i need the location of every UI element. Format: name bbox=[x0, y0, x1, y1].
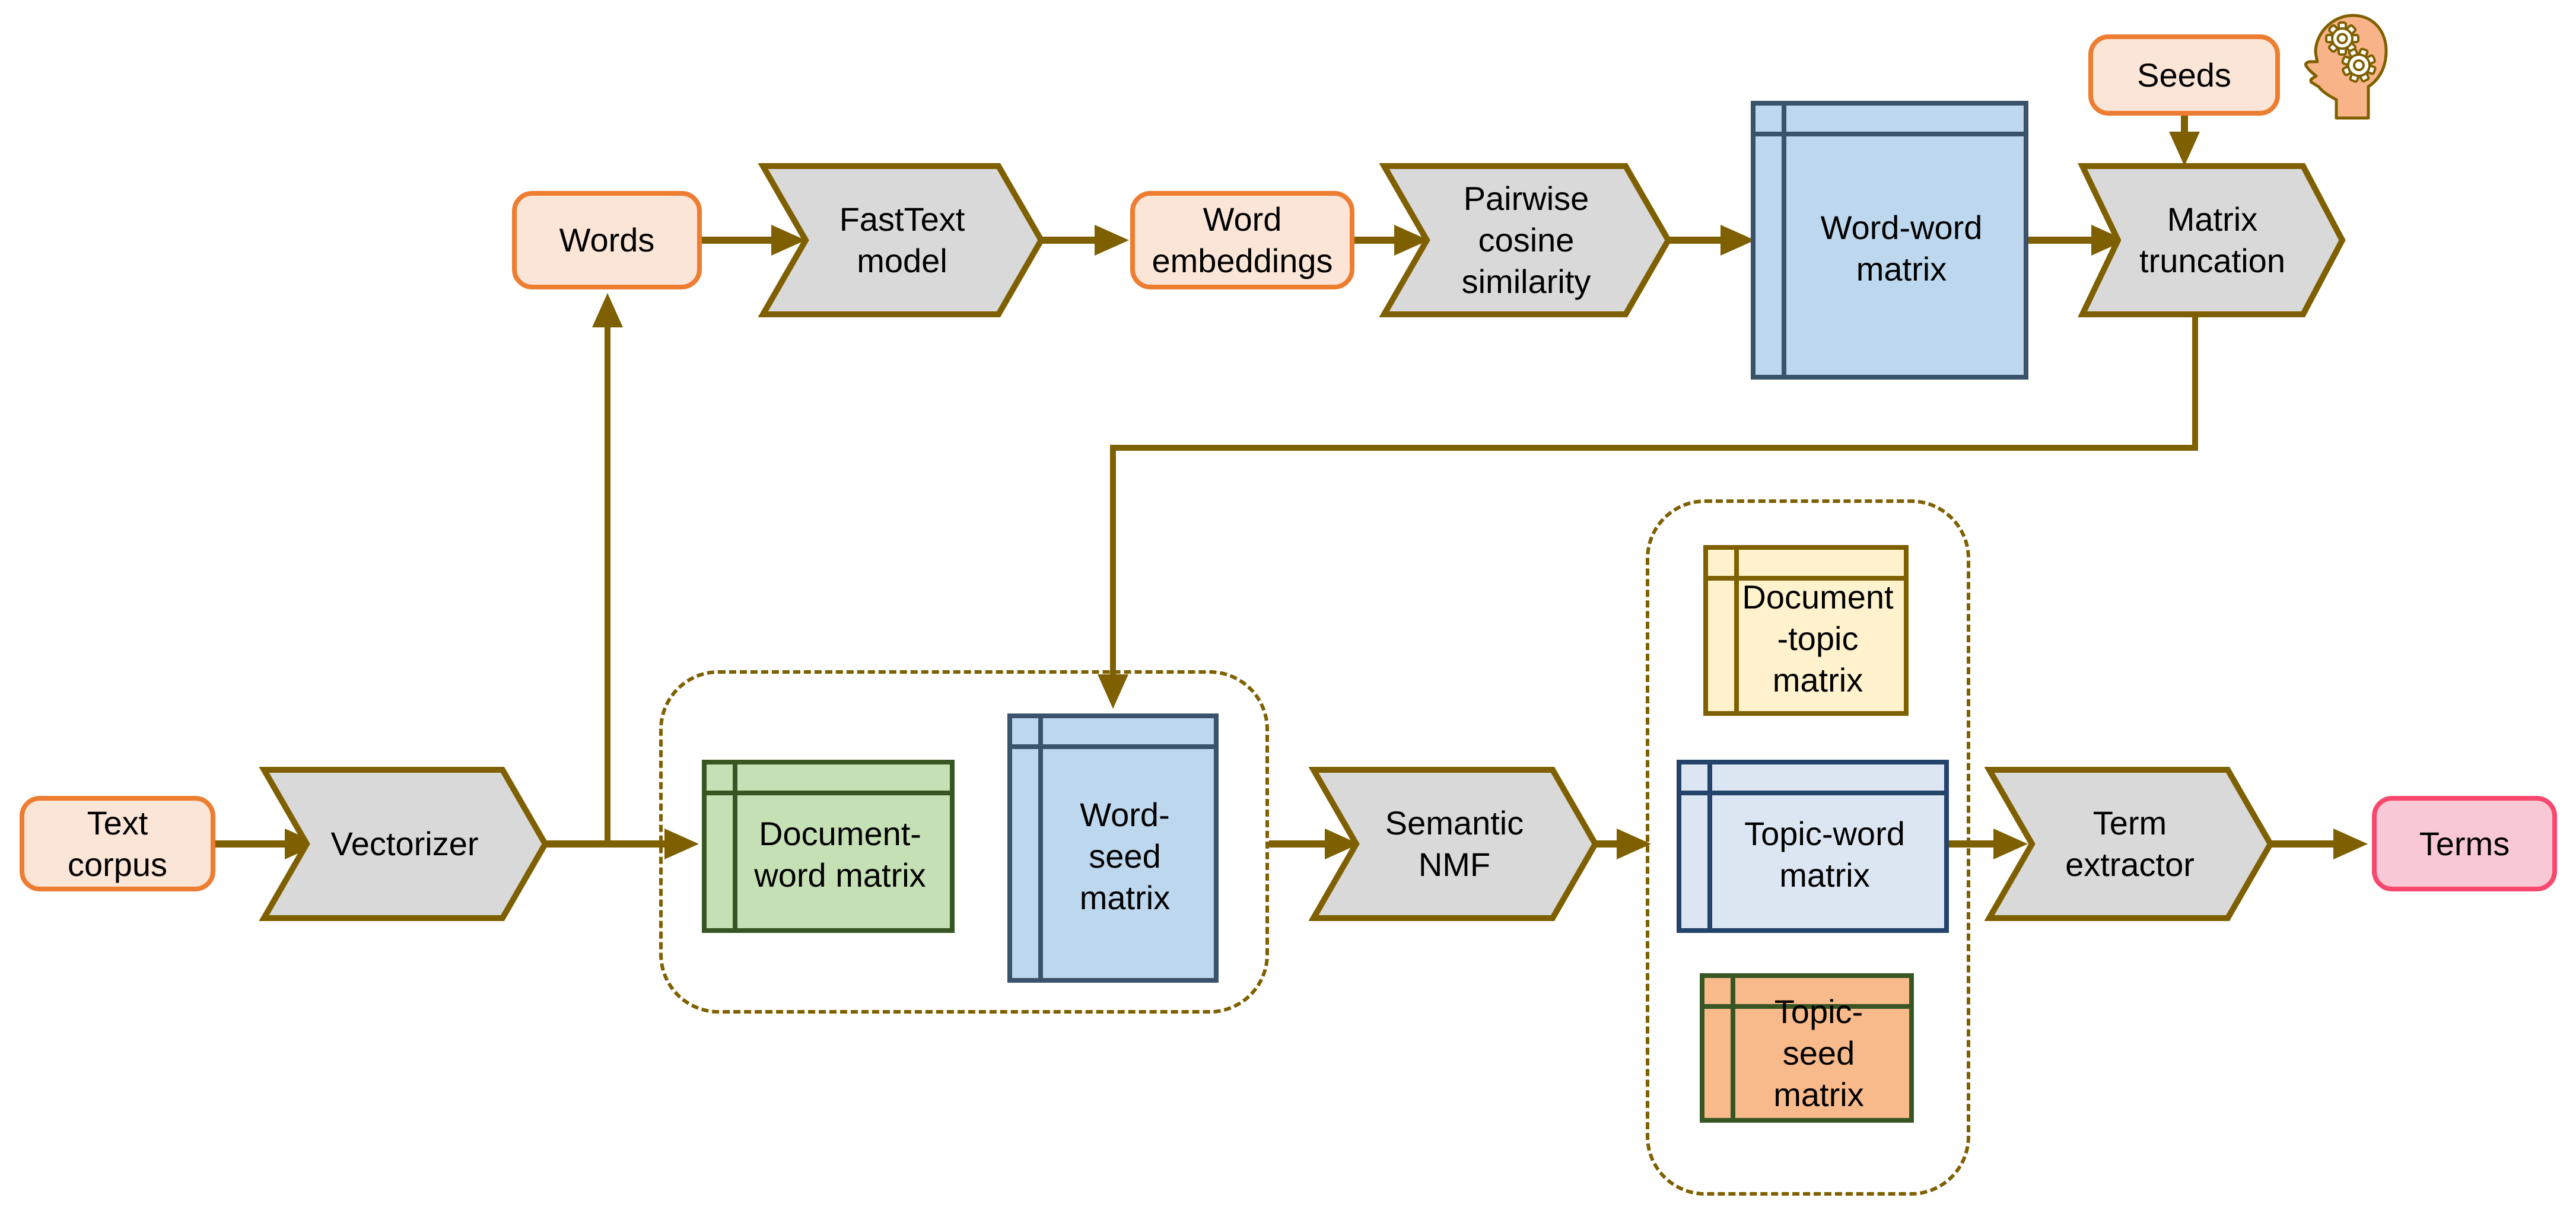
matrix-header-row bbox=[1756, 132, 2024, 136]
matrix-header-row bbox=[1012, 744, 1214, 749]
fasttext-chevron-shape bbox=[758, 163, 1045, 317]
node-document-topic-matrix: Document -topic matrix bbox=[1703, 545, 1909, 716]
node-word-embeddings-label: Word embeddings bbox=[1152, 200, 1333, 279]
node-term-extractor: Term extractor bbox=[1985, 765, 2275, 923]
node-document-topic-matrix-label: Document -topic matrix bbox=[1742, 578, 1894, 699]
node-topic-word-matrix: Topic-word matrix bbox=[1677, 760, 1949, 933]
pairwise-chevron-shape bbox=[1379, 163, 1672, 317]
node-word-seed-matrix-label: Word- seed matrix bbox=[1079, 796, 1171, 916]
node-topic-seed-matrix: Topic- seed matrix bbox=[1700, 973, 1914, 1123]
node-words-label: Words bbox=[559, 221, 655, 259]
node-terms: Terms bbox=[2372, 796, 2557, 891]
matrix-header-column bbox=[1731, 978, 1735, 1118]
node-text-corpus: Text corpus bbox=[20, 796, 215, 891]
matrix-header-row bbox=[1704, 1004, 1909, 1009]
node-document-word-matrix-label: Document- word matrix bbox=[754, 815, 926, 894]
matrix-header-column bbox=[1734, 550, 1739, 711]
gear-icon bbox=[2325, 21, 2359, 56]
matrix-truncation-chevron-shape bbox=[2078, 163, 2346, 317]
node-word-word-matrix-label: Word-word matrix bbox=[1820, 209, 1983, 288]
head-with-gears-icon bbox=[2304, 14, 2388, 120]
node-fasttext-model-label: FastText model bbox=[839, 200, 965, 279]
node-seeds: Seeds bbox=[2088, 34, 2280, 116]
node-matrix-truncation: Matrix truncation bbox=[2078, 161, 2347, 319]
matrix-header-column bbox=[733, 764, 737, 928]
node-pairwise-cosine-similarity: Pairwise cosine similarity bbox=[1379, 161, 1673, 319]
node-pairwise-cosine-similarity-label: Pairwise cosine similarity bbox=[1461, 180, 1591, 300]
semantic-nmf-chevron-shape bbox=[1309, 767, 1599, 921]
node-seeds-label: Seeds bbox=[2137, 56, 2231, 94]
matrix-header-row bbox=[1681, 791, 1944, 795]
node-word-seed-matrix: Word- seed matrix bbox=[1007, 713, 1219, 983]
matrix-header-column bbox=[1782, 106, 1786, 375]
node-vectorizer-label: Vectorizer bbox=[330, 825, 479, 862]
matrix-header-column bbox=[1707, 764, 1712, 928]
node-words: Words bbox=[512, 191, 702, 289]
node-fasttext-model: FastText model bbox=[758, 161, 1046, 319]
matrix-header-column bbox=[1038, 718, 1043, 978]
term-extractor-chevron-shape bbox=[1985, 767, 2274, 921]
node-word-word-matrix: Word-word matrix bbox=[1751, 101, 2028, 380]
gear-icon bbox=[2341, 47, 2377, 83]
vectorizer-chevron-shape bbox=[259, 767, 549, 921]
node-semantic-nmf: Semantic NMF bbox=[1309, 765, 1600, 923]
arrow-matrix-truncation-to-word-seed-matrix bbox=[1098, 311, 2198, 709]
nmf-input-group-box bbox=[659, 670, 1269, 1014]
node-word-embeddings: Word embeddings bbox=[1130, 191, 1354, 289]
node-matrix-truncation-label: Matrix truncation bbox=[2139, 200, 2285, 279]
node-topic-seed-matrix-label: Topic- seed matrix bbox=[1773, 993, 1864, 1113]
node-term-extractor-label: Term extractor bbox=[2065, 804, 2195, 883]
matrix-header-row bbox=[707, 791, 950, 795]
node-semantic-nmf-label: Semantic NMF bbox=[1385, 804, 1524, 883]
nmf-output-group-box bbox=[1646, 499, 1970, 1196]
node-vectorizer: Vectorizer bbox=[259, 765, 550, 923]
node-document-word-matrix: Document- word matrix bbox=[702, 760, 955, 933]
matrix-header-row bbox=[1708, 576, 1904, 581]
node-text-corpus-label: Text corpus bbox=[67, 804, 168, 883]
node-topic-word-matrix-label: Topic-word matrix bbox=[1744, 815, 1905, 894]
node-terms-label: Terms bbox=[2419, 824, 2510, 862]
